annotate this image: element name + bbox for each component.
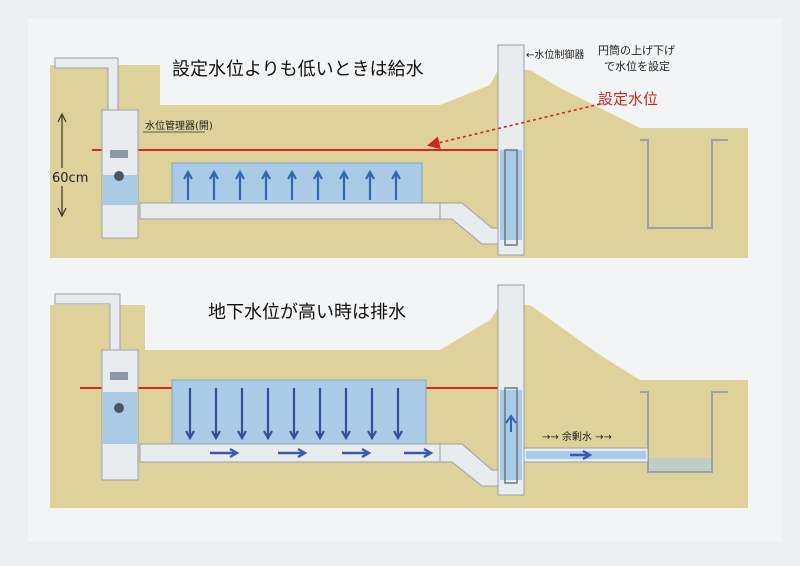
bottom-title: 地下水位が高い時は排水 [208,302,406,323]
top-depth-label: 60cm [52,171,88,186]
pipe-arrow-right-icon [342,447,372,459]
pipe-arrow-right-icon [404,447,434,459]
arrow-down-icon [237,388,247,441]
bottom-valve-float [114,403,124,413]
bottom-pipe-flow-arrows [210,447,434,459]
top-panel: 60cm 設定水位よりも低いときは給水 水位管理器(開) ←水位制御器 円筒の上… [28,43,782,294]
top-upflow-arrows [183,169,401,200]
top-controller-note-1: 円筒の上げ下げ [598,43,675,57]
depth-label-bg [50,168,96,186]
arrow-down-icon [367,388,377,441]
pipe-arrow-right-icon [278,447,308,459]
bottom-controller-water [500,390,522,480]
bottom-downflow-arrows [185,388,403,441]
bottom-overflow-label: →→ 余剰水 →→ [542,430,612,443]
arrow-up-icon [183,169,193,200]
arrow-down-icon [263,388,273,441]
top-controller-cylinder [504,149,518,246]
bottom-valve-body [110,372,128,380]
bottom-ditch-outline [640,391,728,473]
arrow-up-icon [235,169,245,200]
overflow-arrow-icon [570,449,593,461]
arrow-up-icon [339,169,349,200]
pipe-arrow-right-icon [210,447,240,459]
bottom-well-water [103,392,137,444]
depth-arrow-up-icon [57,112,67,123]
top-controller-label: ←水位制御器 [526,48,584,61]
setpoint-arrow-icon [426,103,601,149]
arrow-up-icon [365,169,375,200]
top-valve-body [110,150,128,158]
top-setpoint-label: 設定水位 [598,90,658,108]
arrow-down-icon [393,388,403,441]
arrow-down-icon [211,388,221,441]
controller-overflow-arrow-icon [505,414,517,432]
arrow-up-icon [287,169,297,200]
arrow-down-icon [315,388,325,441]
arrow-down-icon [341,388,351,441]
top-title: 設定水位よりも低いときは給水 [172,59,424,80]
panel-gap [28,262,782,294]
arrow-up-icon [209,169,219,200]
bottom-panel: 地下水位が高い時は排水 →→ 余剰水 →→ [50,284,748,508]
arrow-up-icon [313,169,323,200]
top-ditch-outline [640,139,728,229]
depth-arrow-down-icon [57,207,67,218]
bottom-water-body [171,379,427,449]
top-controller-water [500,150,522,240]
top-controller-note-2: で水位を設定 [604,59,670,73]
top-drain-pipe [139,202,441,220]
arrow-down-icon [185,388,195,441]
arrow-down-icon [289,388,299,441]
bottom-ditch-water [649,458,711,471]
bottom-controller-cylinder [504,387,518,484]
arrow-up-icon [391,169,401,200]
top-valve-label: 水位管理器(開) [145,119,213,132]
top-water-body [171,162,423,208]
top-valve-float [114,171,124,181]
arrow-up-icon [261,169,271,200]
